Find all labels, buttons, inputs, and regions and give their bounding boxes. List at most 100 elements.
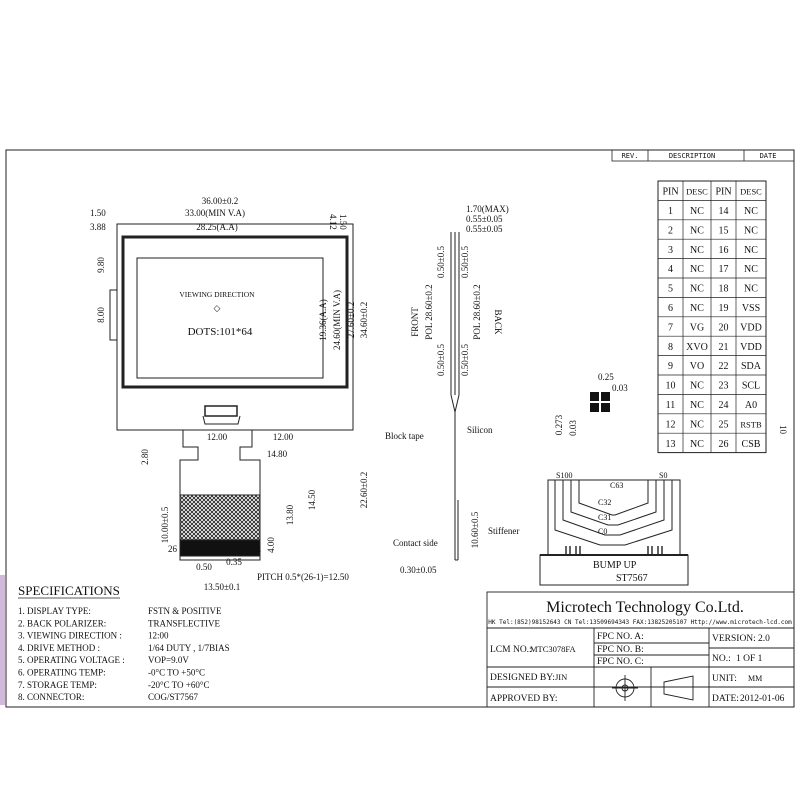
title-block	[486, 591, 795, 708]
pin-table-cell: 8	[668, 342, 673, 353]
pin-table-cell: 10	[666, 381, 676, 392]
pin-table-cell: NC	[744, 284, 758, 295]
pin-table-header: PIN	[662, 187, 678, 198]
company-name: Microtech Technology Co.Ltd.	[546, 599, 744, 616]
pin-table-cell: VDD	[740, 342, 762, 353]
chip-ic-name: ST7567	[616, 573, 648, 584]
dim-1350: 13.50±0.1	[204, 582, 240, 592]
dim-1480: 14.80	[267, 449, 288, 459]
pitch-label: PITCH 0.5*(26-1)=12.50	[257, 572, 349, 582]
dim-width-total: 36.00±0.2	[202, 196, 238, 206]
chip-diagram	[539, 479, 689, 586]
pin-table-cell: NC	[690, 206, 704, 217]
pin-table-cell: XVO	[686, 342, 708, 353]
viewing-direction-icon: ◇	[214, 303, 221, 313]
p050a: 0.50±0.5	[436, 246, 446, 278]
dot-003a: 0.03	[612, 383, 628, 393]
dim-170: 1.70(MAX)	[466, 204, 509, 214]
pin-table-cell: NC	[690, 225, 704, 236]
pin-table-cell: NC	[690, 264, 704, 275]
pin-table-cell: SDA	[741, 361, 762, 372]
pin-table-cell: 9	[668, 361, 673, 372]
stiffener-label: Stiffener	[488, 526, 519, 536]
spec-value: -0°C TO +50°C	[148, 668, 205, 678]
projection-cone-icon	[663, 675, 694, 701]
pin-table-cell: NC	[690, 419, 704, 430]
pin-table-cell: 13	[666, 439, 676, 450]
pin-table-cell: 7	[668, 322, 673, 333]
pin-table-cell: 4	[668, 264, 673, 275]
p050c: 0.50±0.5	[436, 344, 446, 376]
dot-003b: 0.03	[568, 420, 578, 436]
pin-table-cell: NC	[744, 264, 758, 275]
pin-table-cell: RSTB	[740, 419, 762, 429]
spec-value: VOP=9.0V	[148, 655, 189, 665]
pin-table-cell: 20	[719, 322, 729, 333]
designed-label: DESIGNED BY:	[490, 673, 555, 683]
chip-s100: S100	[556, 471, 572, 480]
unit-label: UNIT:	[712, 674, 737, 684]
pin-table-cell: 24	[719, 400, 729, 411]
specifications: SPECIFICATIONS 1. DISPLAY TYPE:FSTN & PO…	[18, 583, 230, 702]
dim-400: 4.00	[266, 537, 276, 553]
chip-s0: S0	[659, 471, 667, 480]
no-value: 1 OF 1	[736, 654, 763, 664]
dot-0273: 0.273	[554, 414, 564, 435]
spec-value: TRANSFLECTIVE	[148, 618, 221, 628]
front-view-labels: 36.00±0.2 33.00(MIN V.A) 28.25(A.A) 1.50…	[90, 196, 369, 592]
pin-table-cell: VDD	[740, 322, 762, 333]
front-label: FRONT	[410, 307, 420, 337]
fpc-12-right: 12.00	[273, 432, 294, 442]
dim-h-aa: 19.36(A.A)	[318, 299, 328, 341]
dim-left-150: 1.50	[90, 208, 106, 218]
spec-value: -20°C TO +60°C	[148, 680, 209, 690]
no-label: NO.:	[712, 654, 731, 664]
approved-label: APPROVED BY:	[490, 694, 558, 704]
pin-table-cell: VG	[690, 322, 704, 333]
block-tape-label: Block tape	[385, 431, 424, 441]
spec-label: 5. OPERATING VOLTAGE :	[18, 655, 125, 665]
pin-table-cell: 6	[668, 303, 673, 314]
version-value: 2.0	[758, 634, 770, 644]
spec-label: 4. DRIVE METHOD :	[18, 643, 100, 653]
dot-detail: 0.25 0.03 0.273 0.03	[554, 372, 628, 436]
dim-980: 9.80	[96, 257, 106, 273]
fpc-c-label: FPC NO. C:	[597, 657, 644, 667]
viewing-direction: VIEWING DIRECTION	[179, 290, 255, 299]
rev-label: REV.	[622, 152, 639, 160]
pin-table-cell: NC	[690, 303, 704, 314]
side-mark: 10	[778, 425, 788, 435]
pin-table-cell: 23	[719, 381, 729, 392]
dim-aa: 28.25(A.A)	[196, 222, 238, 232]
chip-c31: C31	[598, 513, 611, 522]
viewing-area	[136, 257, 324, 379]
pin-table-cell: 26	[719, 439, 729, 450]
pin-1-label: 1	[257, 544, 262, 554]
date-label: DATE	[760, 152, 777, 160]
pin-table-cell: NC	[744, 206, 758, 217]
spec-label: 8. CONNECTOR:	[18, 692, 84, 702]
pin-table-cell: 25	[719, 419, 729, 430]
pin-table-header: DESC	[686, 187, 708, 197]
contact-side-label: Contact side	[393, 538, 438, 548]
title-block-text: Microtech Technology Co.Ltd. HK Tel:(852…	[488, 599, 792, 704]
pol-front: POL 28.60±0.2	[424, 284, 434, 339]
pin-table-cell: VO	[690, 361, 704, 372]
dim-1060: 10.60±0.5	[470, 511, 480, 548]
dim-top-412: 4.12	[328, 214, 338, 230]
pin-table-cell: NC	[690, 400, 704, 411]
date-label-tb: DATE:	[712, 694, 739, 704]
dim-top-150: 1.50	[338, 214, 348, 230]
spec-label: 7. STORAGE TEMP:	[18, 680, 97, 690]
pin-table-cell: VSS	[742, 303, 760, 314]
fpc-12-left: 12.00	[207, 432, 228, 442]
dim-h-3460: 34.60±0.2	[359, 302, 369, 338]
dim-055a: 0.55±0.05	[466, 214, 503, 224]
fpc-hatched-area	[179, 494, 261, 541]
version-label: VERSION:	[712, 634, 756, 644]
spec-value: COG/ST7567	[148, 692, 199, 702]
dim-1380: 13.80	[285, 504, 295, 525]
lcm-value: MTC3078FA	[530, 644, 577, 654]
pin-26-label: 26	[168, 544, 178, 554]
